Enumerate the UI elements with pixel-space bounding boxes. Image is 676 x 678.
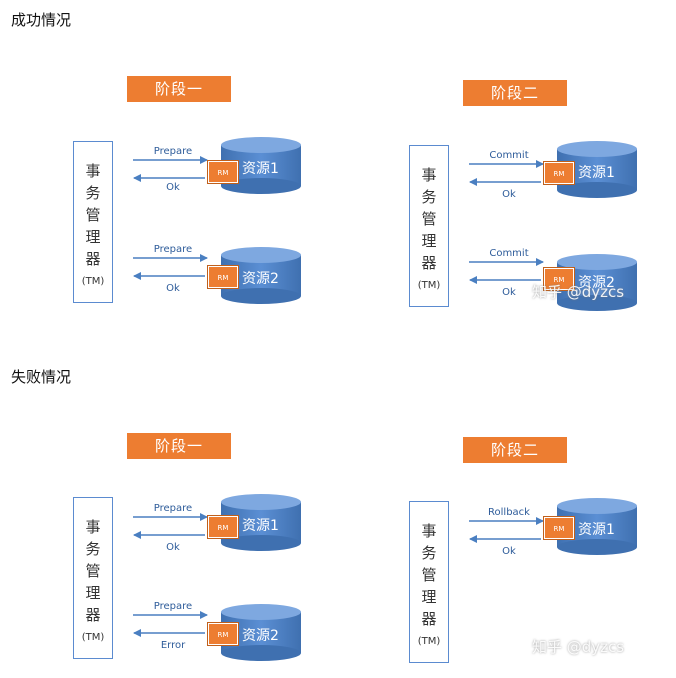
tm-char: 管 xyxy=(85,562,101,580)
tm-char: 管 xyxy=(421,210,437,228)
tm-char: 务 xyxy=(421,544,437,562)
tm-char: 理 xyxy=(85,584,101,602)
database-cylinder xyxy=(221,247,301,304)
message-label: Ok xyxy=(166,182,180,193)
transaction-manager-box: 事 务 管 理 器 (TM) xyxy=(409,501,449,663)
watermark: 知乎 @dyzcs xyxy=(532,283,625,301)
phase-label-success-2: 阶段二 xyxy=(463,80,567,106)
phase-label-success-1: 阶段一 xyxy=(127,76,231,102)
watermark: 知乎 @dyzcs xyxy=(532,638,625,656)
rm-badge: RM xyxy=(208,623,238,645)
message-label: Prepare xyxy=(153,244,193,255)
message-label: Ok xyxy=(502,287,516,298)
tm-abbreviation: (TM) xyxy=(81,276,105,287)
tm-char: 管 xyxy=(421,566,437,584)
database-label: 资源1 xyxy=(578,165,615,181)
message-label: Ok xyxy=(502,189,516,200)
message-label: Prepare xyxy=(153,601,193,612)
tm-char: 理 xyxy=(85,228,101,246)
tm-char: 事 xyxy=(421,522,437,540)
tm-char: 管 xyxy=(85,206,101,224)
tm-char: 器 xyxy=(85,606,101,624)
message-label: Prepare xyxy=(153,503,193,514)
tm-char: 事 xyxy=(421,166,437,184)
rm-badge: RM xyxy=(208,516,238,538)
message-label: Ok xyxy=(166,283,180,294)
message-label: Ok xyxy=(166,542,180,553)
section-title-failure: 失败情况 xyxy=(11,368,72,386)
database-label: 资源1 xyxy=(242,518,279,534)
tm-abbreviation: (TM) xyxy=(81,632,105,643)
tm-char: 器 xyxy=(421,610,437,628)
message-label: Error xyxy=(160,640,186,651)
phase-label-failure-1: 阶段一 xyxy=(127,433,231,459)
tm-abbreviation: (TM) xyxy=(417,280,441,291)
database-label: 资源1 xyxy=(578,522,615,538)
transaction-manager-box: 事 务 管 理 器 (TM) xyxy=(73,141,113,303)
tm-char: 务 xyxy=(421,188,437,206)
rm-badge: RM xyxy=(208,266,238,288)
rm-badge: RM xyxy=(208,161,238,183)
message-label: Prepare xyxy=(153,146,193,157)
message-label: Commit xyxy=(489,248,529,259)
transaction-manager-box: 事 务 管 理 器 (TM) xyxy=(73,497,113,659)
phase-label-failure-2: 阶段二 xyxy=(463,437,567,463)
tm-char: 器 xyxy=(85,250,101,268)
rm-badge: RM xyxy=(544,268,574,290)
message-label: Commit xyxy=(489,150,529,161)
section-title-success: 成功情况 xyxy=(11,11,72,29)
tm-char: 事 xyxy=(85,162,101,180)
message-label: Rollback xyxy=(488,507,530,518)
tm-char: 器 xyxy=(421,254,437,272)
database-label: 资源2 xyxy=(242,628,279,644)
database-label: 资源1 xyxy=(242,161,279,177)
tm-char: 理 xyxy=(421,232,437,250)
tm-char: 理 xyxy=(421,588,437,606)
tm-char: 务 xyxy=(85,184,101,202)
rm-badge: RM xyxy=(544,517,574,539)
rm-badge: RM xyxy=(544,162,574,184)
tm-abbreviation: (TM) xyxy=(417,636,441,647)
database-label: 资源2 xyxy=(578,275,615,291)
message-label: Ok xyxy=(502,546,516,557)
tm-char: 事 xyxy=(85,518,101,536)
transaction-manager-box: 事 务 管 理 器 (TM) xyxy=(409,145,449,307)
database-label: 资源2 xyxy=(242,271,279,287)
tm-char: 务 xyxy=(85,540,101,558)
